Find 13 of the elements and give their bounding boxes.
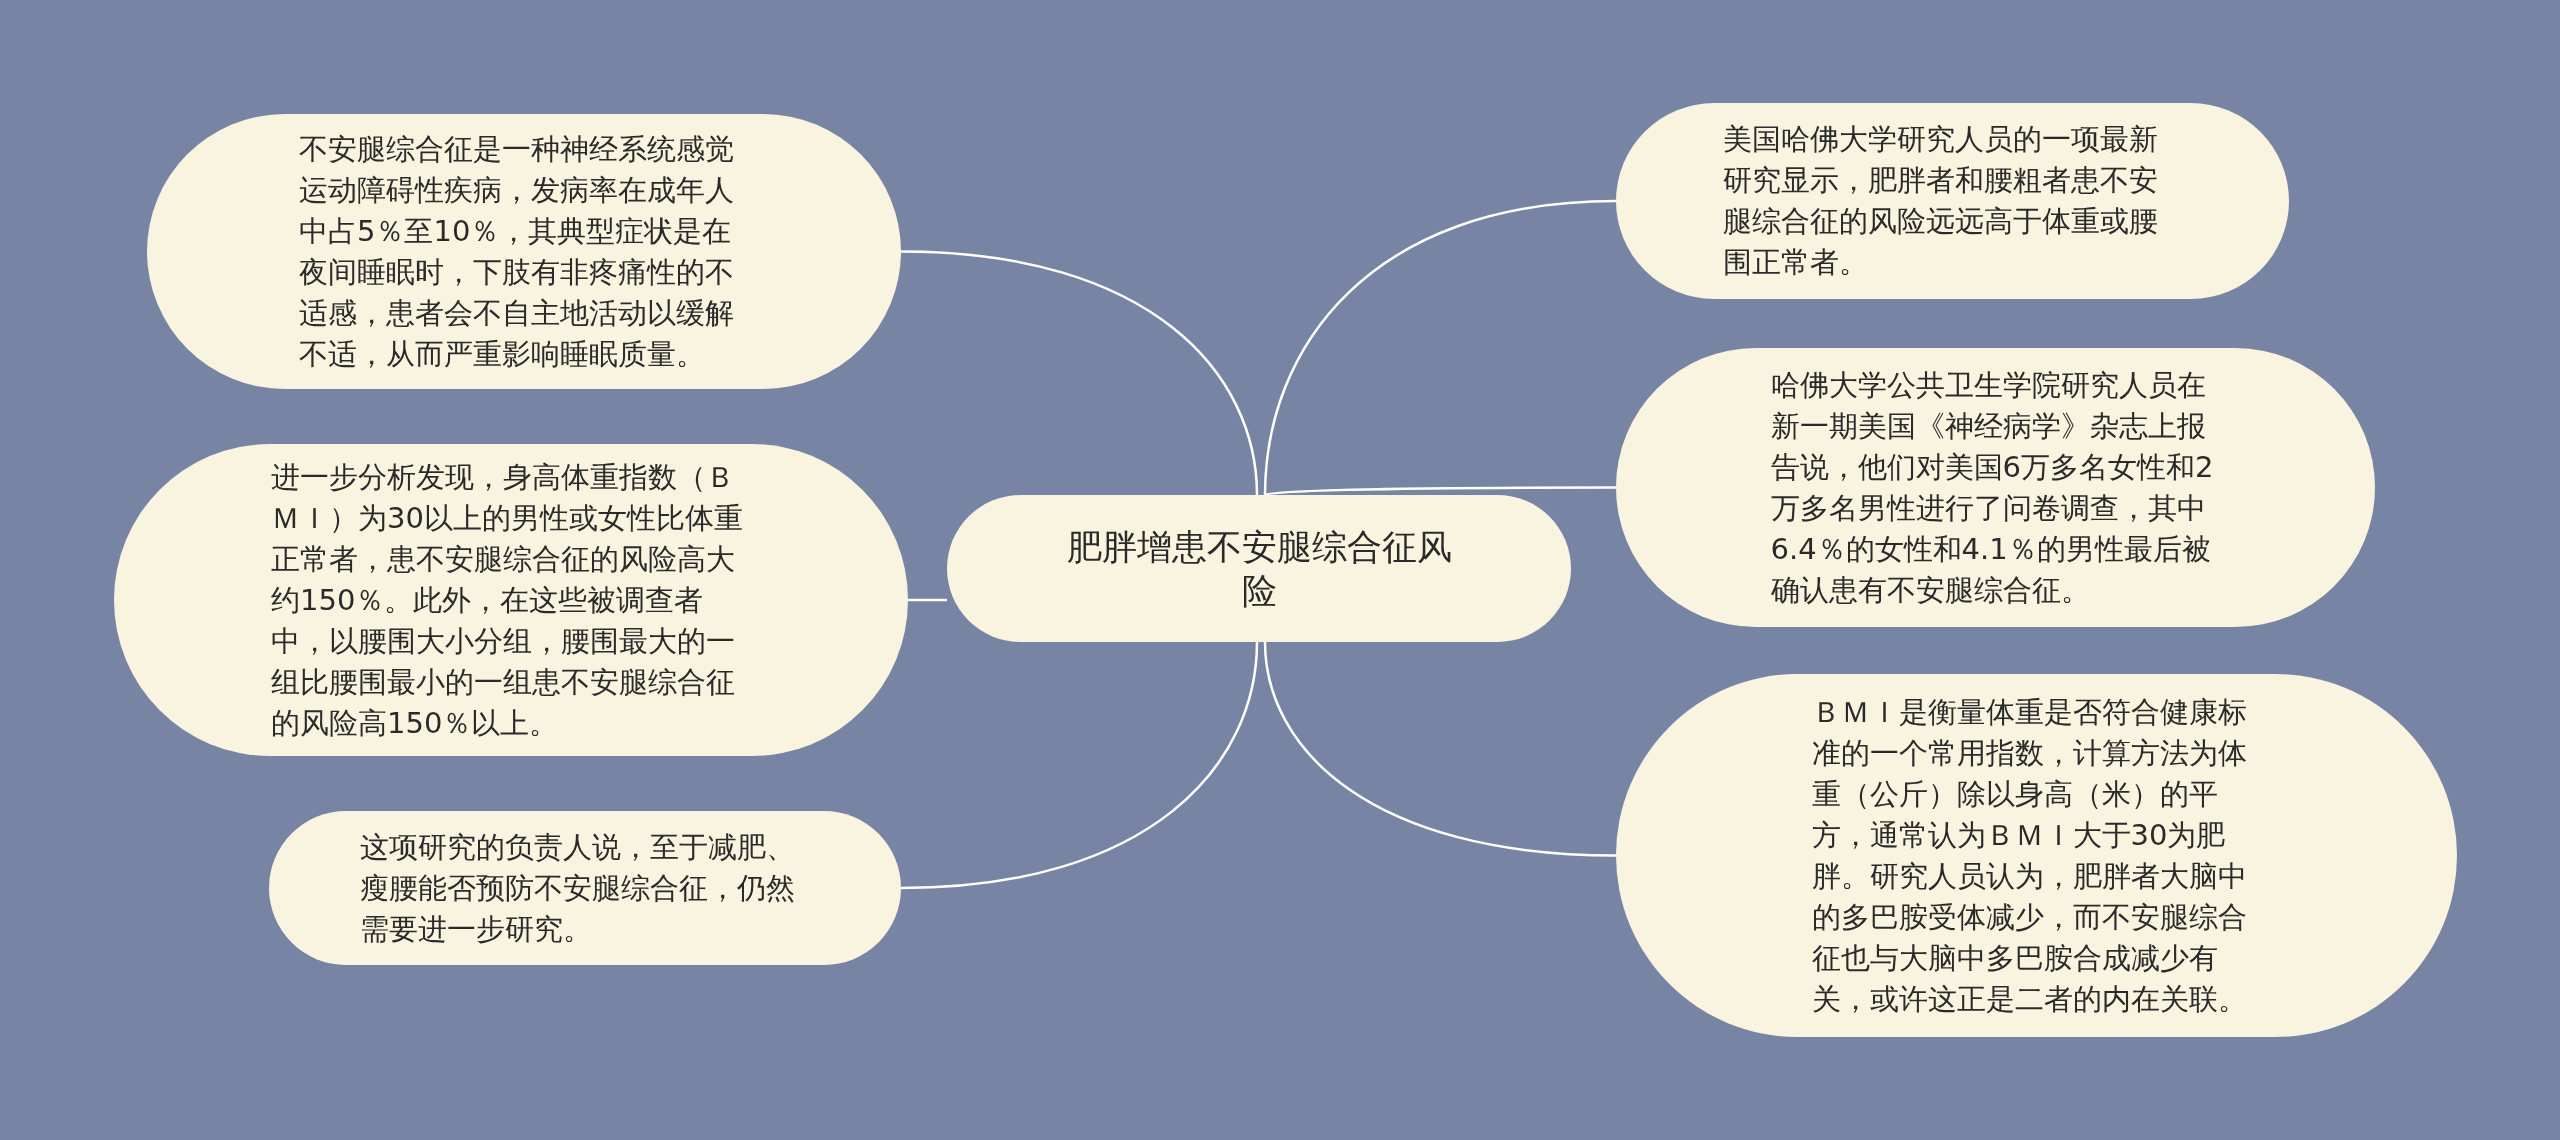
topic-text: 肥胖增患不安腿综合征风险 [1065,525,1453,613]
note-text: 不安腿综合征是一种神经系统感觉运动障碍性疾病，发病率在成年人中占5％至10％，其典型症状是在夜间睡眠时，下肢有非疼痛性的不适感，患者会不自主地活动以缓解不适，从而严重影响睡眠质量。 [299,130,735,373]
note-text: 这项研究的负责人说，至于减肥、瘦腰能否预防不安腿综合征，仍然需要进一步研究。 [360,828,796,948]
connector-line [900,250,1259,496]
connector-line [1264,486,1616,497]
note-text: 进一步分析发现，身高体重指数（ＢＭＩ）为30以上的男性或女性比体重正常者，患不安腿综合征的风险高大约150％。此外，在这些被调查者中，以腰围大小分组，腰围最大的一组比腰围最小的一组患不安腿综合征的风险高150％以上。 [271,458,744,742]
connector-line [900,641,1259,890]
note-text: 哈佛大学公共卫生学院研究人员在新一期美国《神经病学》杂志上报告说，他们对美国6万多名女性和2万多名男性进行了问卷调查，其中6.4％的女性和4.1％的男性最后被确认患有不安腿综合征。 [1770,366,2215,609]
connector-line [1263,199,1617,496]
connector-line [1263,641,1617,857]
note-text: ＢＭＩ是衡量体重是否符合健康标准的一个常用指数，计算方法为体重（公斤）除以身高（米）的平方，通常认为ＢＭＩ大于30为肥胖。研究人员认为，肥胖者大脑中的多巴胺受体减少，而不安腿综合征也与大脑中多巴胺合成减少有关，或许这正是二者的内在关联。 [1811,693,2248,1018]
note-text: 美国哈佛大学研究人员的一项最新研究显示，肥胖者和腰粗者患不安腿综合征的风险远远高于体重或腰围正常者。 [1722,121,2159,281]
connector-line [908,598,947,602]
